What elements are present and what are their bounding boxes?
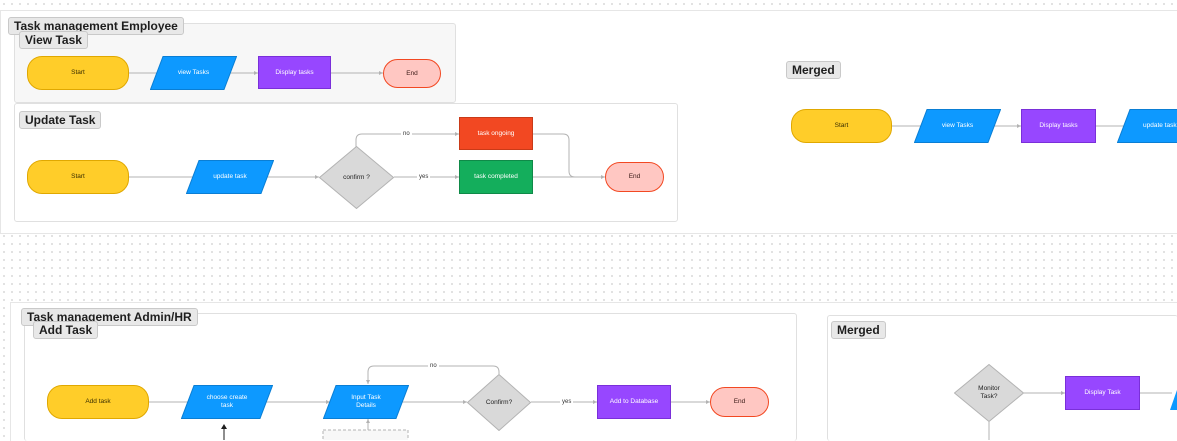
no-branch-label: no <box>428 362 439 370</box>
task-ongoing-node[interactable]: task ongoing <box>459 117 533 150</box>
choose-create-task-node[interactable]: choose create task <box>181 385 273 419</box>
task-completed-node[interactable]: task completed <box>459 160 533 194</box>
admin-merged-title[interactable]: Merged <box>831 321 886 339</box>
start-node[interactable]: Start <box>27 160 129 194</box>
view-tasks-node[interactable]: view Tasks <box>150 56 237 90</box>
add-task-title[interactable]: Add Task <box>33 321 98 339</box>
confirm-decision[interactable]: Confirm? <box>467 374 531 431</box>
employee-merged-title[interactable]: Merged <box>786 61 841 79</box>
display-task-node[interactable]: Display Task <box>1065 376 1140 410</box>
add-to-database-node[interactable]: Add to Database <box>597 385 671 419</box>
confirm-decision[interactable]: confirm ? <box>319 146 394 209</box>
start-node[interactable]: Start <box>27 56 129 90</box>
add-task-frame[interactable] <box>24 313 797 441</box>
yes-branch-label: yes <box>560 398 573 406</box>
update-task-node[interactable]: update task <box>186 160 274 194</box>
yes-branch-label: yes <box>417 173 430 181</box>
parallelogram-partial-shape <box>1170 390 1177 410</box>
update-task-title[interactable]: Update Task <box>19 111 101 129</box>
view-task-title[interactable]: View Task <box>19 31 88 49</box>
start-node[interactable]: Start <box>791 109 892 143</box>
end-node[interactable]: End <box>383 59 441 88</box>
end-node[interactable]: End <box>605 162 664 192</box>
display-tasks-node[interactable]: Display tasks <box>1021 109 1096 143</box>
add-task-node[interactable]: Add task <box>47 385 149 419</box>
no-branch-label: no <box>401 130 412 138</box>
monitor-task-decision[interactable]: Monitor Task? <box>954 364 1024 422</box>
display-tasks-node[interactable]: Display tasks <box>258 56 331 89</box>
input-task-details-node[interactable]: Input Task Details <box>323 385 409 419</box>
view-tasks-node[interactable]: view Tasks <box>914 109 1001 143</box>
end-node[interactable]: End <box>710 387 769 417</box>
update-task-node[interactable]: update task <box>1117 109 1177 143</box>
